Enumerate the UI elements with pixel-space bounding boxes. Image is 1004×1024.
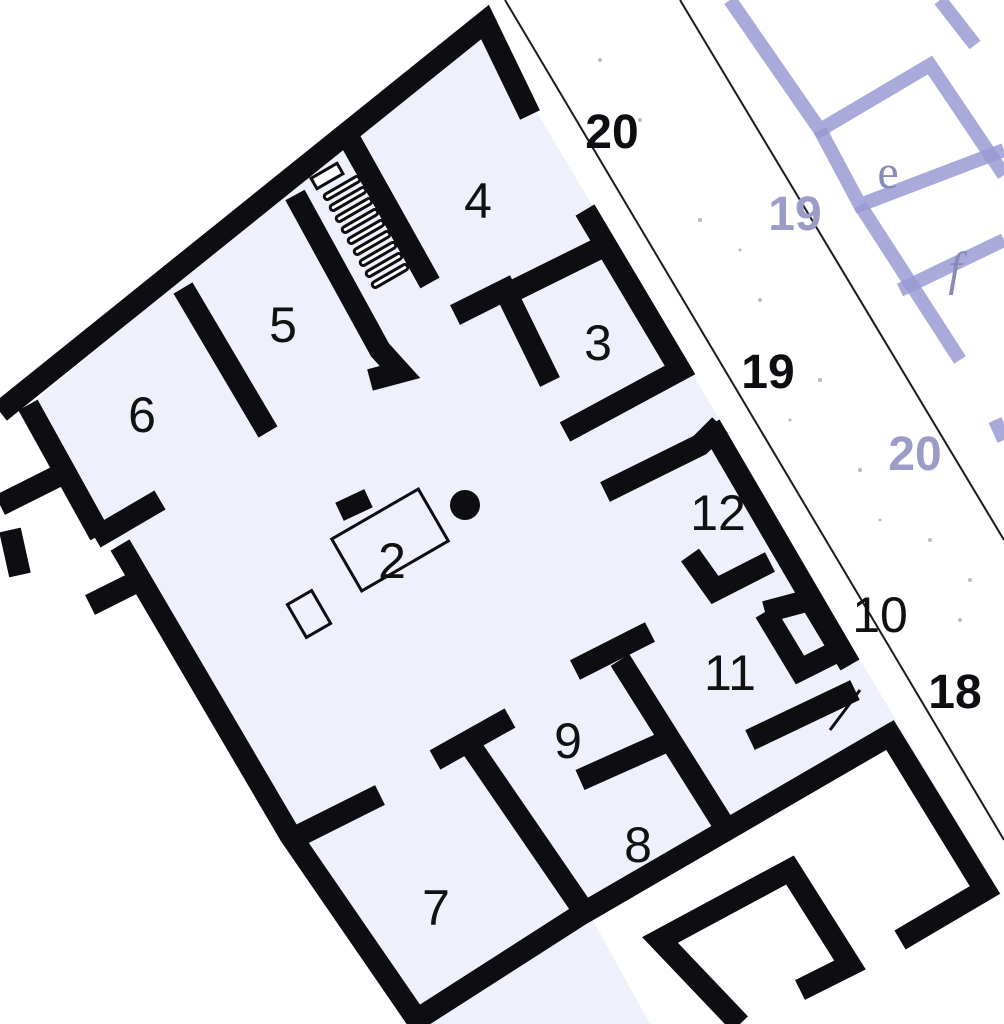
room-label-4: 4	[464, 173, 492, 229]
room-label-7: 7	[422, 880, 450, 936]
curb-line-opposite	[679, 0, 1004, 541]
door-jamb	[85, 570, 145, 615]
neighbor-wall	[724, 0, 1004, 179]
door-jamb	[89, 490, 166, 548]
room-label-10: 10	[852, 587, 908, 643]
west-wall-upper	[18, 399, 110, 541]
house-interior	[30, 25, 1004, 1024]
staircase-icon	[308, 161, 410, 289]
north-wall	[0, 4, 540, 421]
wall-7-atrium	[295, 785, 385, 845]
opposite-entrance-19: 19	[768, 188, 821, 241]
south-wall	[404, 720, 1001, 1024]
door-swing	[828, 689, 862, 731]
entrance-labels: 20 19 18	[585, 106, 981, 719]
room-label-3: 3	[584, 315, 612, 371]
wall-5-stairs	[285, 189, 421, 391]
opposite-labels: 19 20 e f	[768, 146, 967, 481]
entrance-label-20: 20	[585, 106, 638, 159]
wall-3-east	[559, 204, 696, 442]
room-label-8: 8	[624, 817, 652, 873]
puteal-icon	[285, 588, 333, 640]
wall-6-5	[173, 282, 278, 438]
street	[504, 0, 1004, 841]
cistern-block-icon	[335, 489, 373, 521]
wall-stairs-4	[340, 134, 440, 289]
neighbor-wall	[896, 233, 1004, 297]
entrance-label-19: 19	[741, 346, 794, 399]
opposite-entrance-20: 20	[888, 428, 941, 481]
opposite-room-e: e	[877, 146, 898, 199]
opposite-room-f: f	[948, 243, 967, 296]
entrance-label-18: 18	[928, 666, 981, 719]
wall-7-8	[460, 738, 600, 927]
exterior-wall	[0, 527, 31, 578]
cistern-mouth-icon	[450, 490, 480, 520]
wall-8-11	[610, 654, 740, 841]
exterior-wall	[0, 465, 65, 515]
room-label-2: 2	[378, 533, 406, 589]
adjacent-room	[642, 855, 866, 1024]
neighbor-wall	[988, 417, 1004, 443]
wall-10-box	[755, 587, 856, 685]
neighbor-plan	[724, 0, 1004, 443]
west-wall	[110, 539, 430, 1024]
room-label-12: 12	[690, 485, 746, 541]
room-labels: 6 5 4 3 2 12 10 11 9 8 7	[128, 173, 908, 936]
room-label-6: 6	[128, 387, 156, 443]
room-label-9: 9	[554, 713, 582, 769]
wall-9-8	[575, 731, 670, 791]
sidewalk-speckle	[598, 58, 972, 622]
neighbor-wall	[934, 0, 981, 50]
wall-11-south	[745, 680, 860, 750]
room-label-11: 11	[704, 645, 756, 701]
curb-line	[504, 0, 1004, 841]
room-label-5: 5	[269, 297, 297, 353]
wall-12-south	[681, 548, 775, 605]
walls	[0, 4, 1001, 1024]
impluvium-icon	[329, 486, 451, 594]
wall-9-north	[570, 622, 655, 680]
wall-7-north	[429, 708, 516, 770]
wall-3-north	[500, 238, 605, 305]
